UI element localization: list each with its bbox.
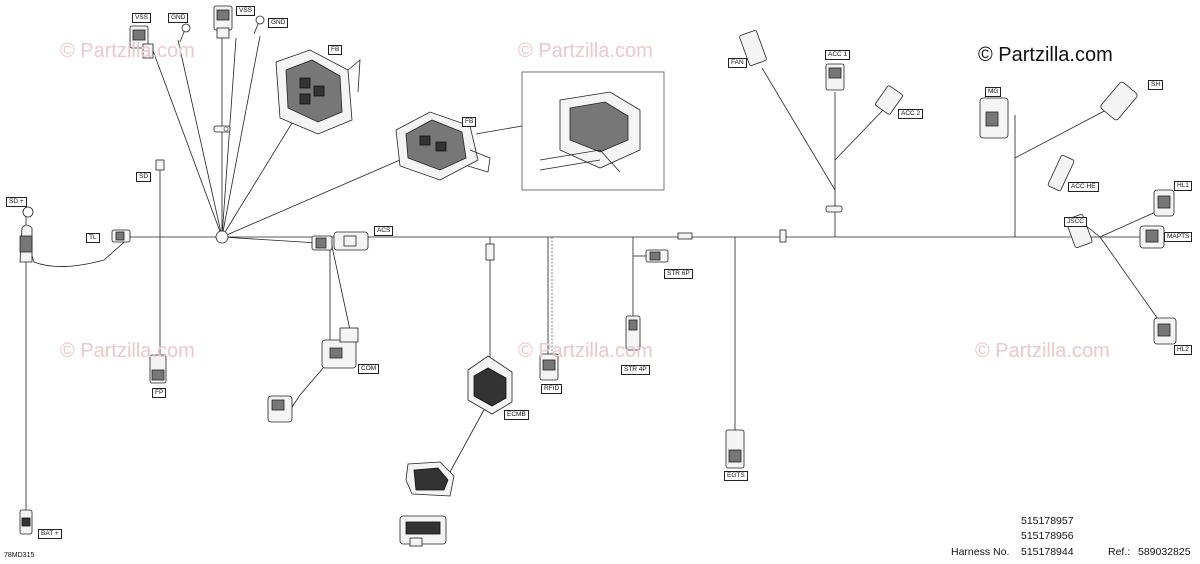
str6p-connector-icon bbox=[645, 249, 669, 263]
hl2-connector-icon bbox=[1153, 317, 1177, 345]
label-fan: FAN bbox=[728, 58, 747, 68]
tl-wire bbox=[29, 236, 131, 267]
mg-connector-icon bbox=[979, 97, 1009, 139]
str4p-connector-icon bbox=[625, 315, 641, 351]
harness-number: 515178944 bbox=[1021, 546, 1074, 558]
fan-wire bbox=[761, 67, 836, 191]
label-jscc: JSCC bbox=[1064, 217, 1087, 227]
fuse-icon bbox=[213, 125, 231, 133]
acc2-wire bbox=[834, 107, 886, 161]
acc1-connector-icon bbox=[825, 63, 845, 91]
vss1-connector-icon bbox=[129, 25, 154, 59]
label-str6p: STR 6P bbox=[664, 269, 693, 279]
ecmb-connector-icon bbox=[467, 355, 513, 415]
fan-connector-icon bbox=[739, 30, 767, 66]
ref-label: Ref.: bbox=[1108, 546, 1131, 558]
com-wire-2 bbox=[329, 236, 351, 331]
acs-connector-icon bbox=[311, 231, 369, 251]
sd-sensor-icon bbox=[155, 159, 165, 171]
com-connector-icon bbox=[321, 327, 359, 369]
hl1-connector-icon bbox=[1153, 189, 1175, 217]
fp-connector-icon bbox=[149, 354, 167, 384]
gnd1-ring-icon bbox=[179, 23, 191, 43]
part-number-2: 515178956 bbox=[1021, 530, 1074, 542]
vss2-connector-icon bbox=[213, 5, 233, 39]
sh-wire bbox=[1014, 107, 1111, 159]
label-hl1: HL1 bbox=[1174, 181, 1192, 191]
label-gnd1: GND bbox=[168, 13, 189, 23]
harness-label: Harness No. bbox=[951, 546, 1010, 558]
sd-plus-terminal-icon bbox=[19, 206, 34, 263]
gnd2-ring-icon bbox=[253, 15, 265, 35]
callout-leader bbox=[475, 125, 523, 135]
label-acs: ACS bbox=[374, 226, 394, 236]
com-sub-wire bbox=[289, 359, 331, 411]
label-str4p: STR 4P bbox=[621, 365, 650, 375]
mapts-connector-icon bbox=[1139, 225, 1165, 249]
hl2-wire bbox=[1099, 236, 1161, 323]
hub-fan-out bbox=[151, 35, 401, 244]
hl1-wire bbox=[1099, 209, 1161, 238]
part-number-1: 515178957 bbox=[1021, 515, 1074, 527]
label-sd: SD bbox=[136, 172, 152, 182]
tl-connector-icon bbox=[111, 229, 131, 243]
rfid-connector-icon bbox=[539, 353, 559, 381]
acc-splice-icon bbox=[825, 205, 843, 213]
egts-connector-icon bbox=[725, 429, 745, 469]
label-rfid: RFID bbox=[541, 384, 563, 394]
acc-he-connector-icon bbox=[1047, 154, 1075, 192]
label-com: COM bbox=[358, 364, 380, 374]
ref-number: 589032825 bbox=[1138, 546, 1191, 558]
diagram-code: 78MD315 bbox=[4, 552, 35, 559]
label-fb2: FB bbox=[462, 117, 477, 127]
label-tl: TL bbox=[86, 233, 100, 243]
fb-detail-connector-icon bbox=[539, 91, 641, 173]
label-mg: MG bbox=[985, 87, 1002, 97]
com-sub-connector-icon bbox=[267, 395, 293, 423]
label-gnd2: GND bbox=[268, 18, 289, 28]
label-sd-plus: SD + bbox=[6, 197, 27, 207]
label-egts: EGTS bbox=[724, 471, 748, 481]
fb1-fuse-box-icon bbox=[275, 49, 361, 135]
fb2-fuse-box-icon bbox=[395, 111, 491, 181]
label-vss1: VSS bbox=[132, 13, 152, 23]
hub-junction bbox=[215, 230, 229, 244]
label-acc-he: ACC HE bbox=[1068, 182, 1099, 192]
label-ecmb: ECMB bbox=[504, 410, 529, 420]
ecm-lower-connector-icon bbox=[405, 461, 455, 497]
bat-plus-terminal-icon bbox=[19, 509, 33, 535]
label-sh: SH bbox=[1148, 80, 1164, 90]
spare-connector-icon bbox=[399, 515, 447, 547]
label-fb1: FB bbox=[328, 45, 343, 55]
label-hl2: HL2 bbox=[1174, 345, 1192, 355]
label-mapts: MAPTS bbox=[1164, 232, 1193, 242]
acc2-connector-icon bbox=[875, 85, 903, 115]
partzilla-brand: © Partzilla.com bbox=[978, 44, 1113, 66]
ecmb-sub-wire bbox=[449, 407, 486, 473]
label-vss2: VSS bbox=[236, 6, 256, 16]
sh-connector-icon bbox=[1100, 81, 1138, 121]
trunk-inline-connector-icon bbox=[485, 229, 787, 261]
label-bat-plus: BAT + bbox=[38, 529, 62, 539]
label-fp: FP bbox=[152, 388, 167, 398]
label-acc1: ACC 1 bbox=[825, 50, 851, 60]
label-acc2: ACC 2 bbox=[898, 109, 924, 119]
